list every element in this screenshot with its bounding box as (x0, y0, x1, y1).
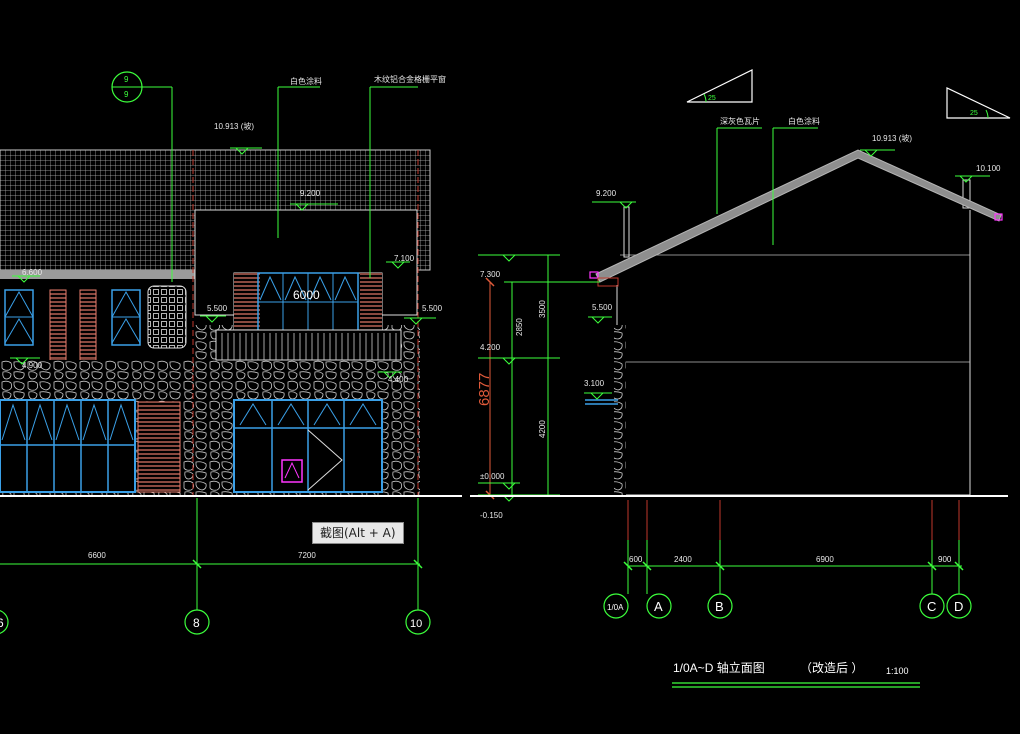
axis-a-label: A (654, 599, 663, 614)
slope-right-text: 25 (970, 110, 978, 117)
level-roof-ridge: 10.913 (坡) (214, 121, 254, 131)
lower-window-right (233, 399, 383, 493)
dim-6900: 6900 (816, 555, 834, 564)
level-3100: 3.100 (584, 379, 605, 388)
axis-c-label: C (927, 599, 936, 614)
level-7100: 7.100 (394, 254, 415, 263)
axis-8-label: 8 (193, 616, 200, 630)
level-eave-right: 9.200 (596, 189, 617, 198)
axis-d-circle[interactable] (946, 593, 972, 619)
dim-3500: 3500 (538, 300, 547, 318)
roof-slope (595, 149, 1002, 283)
axis-partial-label: 6 (0, 616, 4, 630)
level-5500-right: 5.500 (592, 303, 613, 312)
stone-strip (614, 325, 626, 495)
label-paint-right: 白色涂料 (788, 116, 820, 126)
left-elevation (0, 71, 462, 635)
axis-10-circle[interactable] (405, 609, 431, 635)
label-railing: 木纹铝合金格栅平窗 (374, 74, 446, 84)
level-7300: 7.300 (480, 270, 501, 279)
upper-window-left (4, 289, 34, 346)
dim-2400: 2400 (674, 555, 692, 564)
drawing-title: 1/0A~D 轴立面图 (673, 660, 765, 675)
dim-2850: 2850 (515, 318, 524, 336)
dim-right: 7200 (298, 551, 316, 560)
level-4900: 4.900 (22, 361, 43, 370)
level-4400: 4.400 (388, 375, 409, 384)
level-5500-b: 5.500 (422, 304, 443, 313)
axis-d-label: D (954, 599, 963, 614)
building-outline (616, 210, 971, 496)
axis-b-circle[interactable] (707, 593, 733, 619)
label-tile: 深灰色瓦片 (720, 116, 760, 126)
slope-left-text: 25 (708, 95, 716, 102)
axis-c-circle[interactable] (919, 593, 945, 619)
drawing-title-note: （改造后 ） (800, 661, 863, 675)
callout-bottom-text: 9 (124, 90, 129, 99)
dim-600: 600 (629, 555, 643, 564)
slat-panel-2 (79, 289, 97, 361)
level-right: 10.100 (976, 164, 1001, 173)
dim-4200: 4200 (538, 420, 547, 438)
axis-b-label: B (715, 599, 724, 614)
level-ridge: 10.913 (坡) (872, 133, 912, 143)
level-6600: 6.600 (22, 268, 43, 277)
lower-slat-door (137, 401, 181, 493)
upper-window-mid (111, 289, 141, 346)
slope-symbol-right (946, 87, 1011, 119)
decorative-grille (147, 285, 187, 349)
screenshot-tooltip: 截图(Alt + A) (312, 522, 404, 544)
slope-symbol-left (686, 69, 753, 103)
balcony-window (233, 272, 383, 334)
dim-left: 6600 (88, 551, 106, 560)
window-dimension: 6000 (293, 288, 320, 302)
right-elevation (470, 69, 1011, 688)
dim-900: 900 (938, 555, 952, 564)
level-eave: 9.200 (300, 189, 321, 198)
slat-panel-1 (49, 289, 67, 361)
drawing-scale: 1:100 (886, 666, 909, 676)
lower-window-left (0, 399, 136, 493)
axis-a-circle[interactable] (646, 593, 672, 619)
balcony-railing (215, 329, 402, 361)
axis-1-0a-circle[interactable] (603, 593, 629, 619)
level-5500-a: 5.500 (207, 304, 228, 313)
level-0000: ±0.000 (480, 472, 505, 481)
axis-partial-circle[interactable] (0, 610, 9, 634)
dim-6877: 6877 (476, 373, 493, 406)
axis-10-label: 10 (410, 618, 422, 630)
level-4200: 4.200 (480, 343, 501, 352)
axis-8-circle[interactable] (184, 609, 210, 635)
callout-top-text: 9 (124, 75, 129, 84)
left-parapet (623, 206, 630, 258)
right-parapet (962, 179, 971, 209)
label-paint: 白色涂料 (290, 76, 322, 86)
level-neg: -0.150 (480, 511, 503, 520)
axis-1-0a-label: 1/0A (607, 603, 624, 612)
roof-eave-band (0, 270, 195, 279)
